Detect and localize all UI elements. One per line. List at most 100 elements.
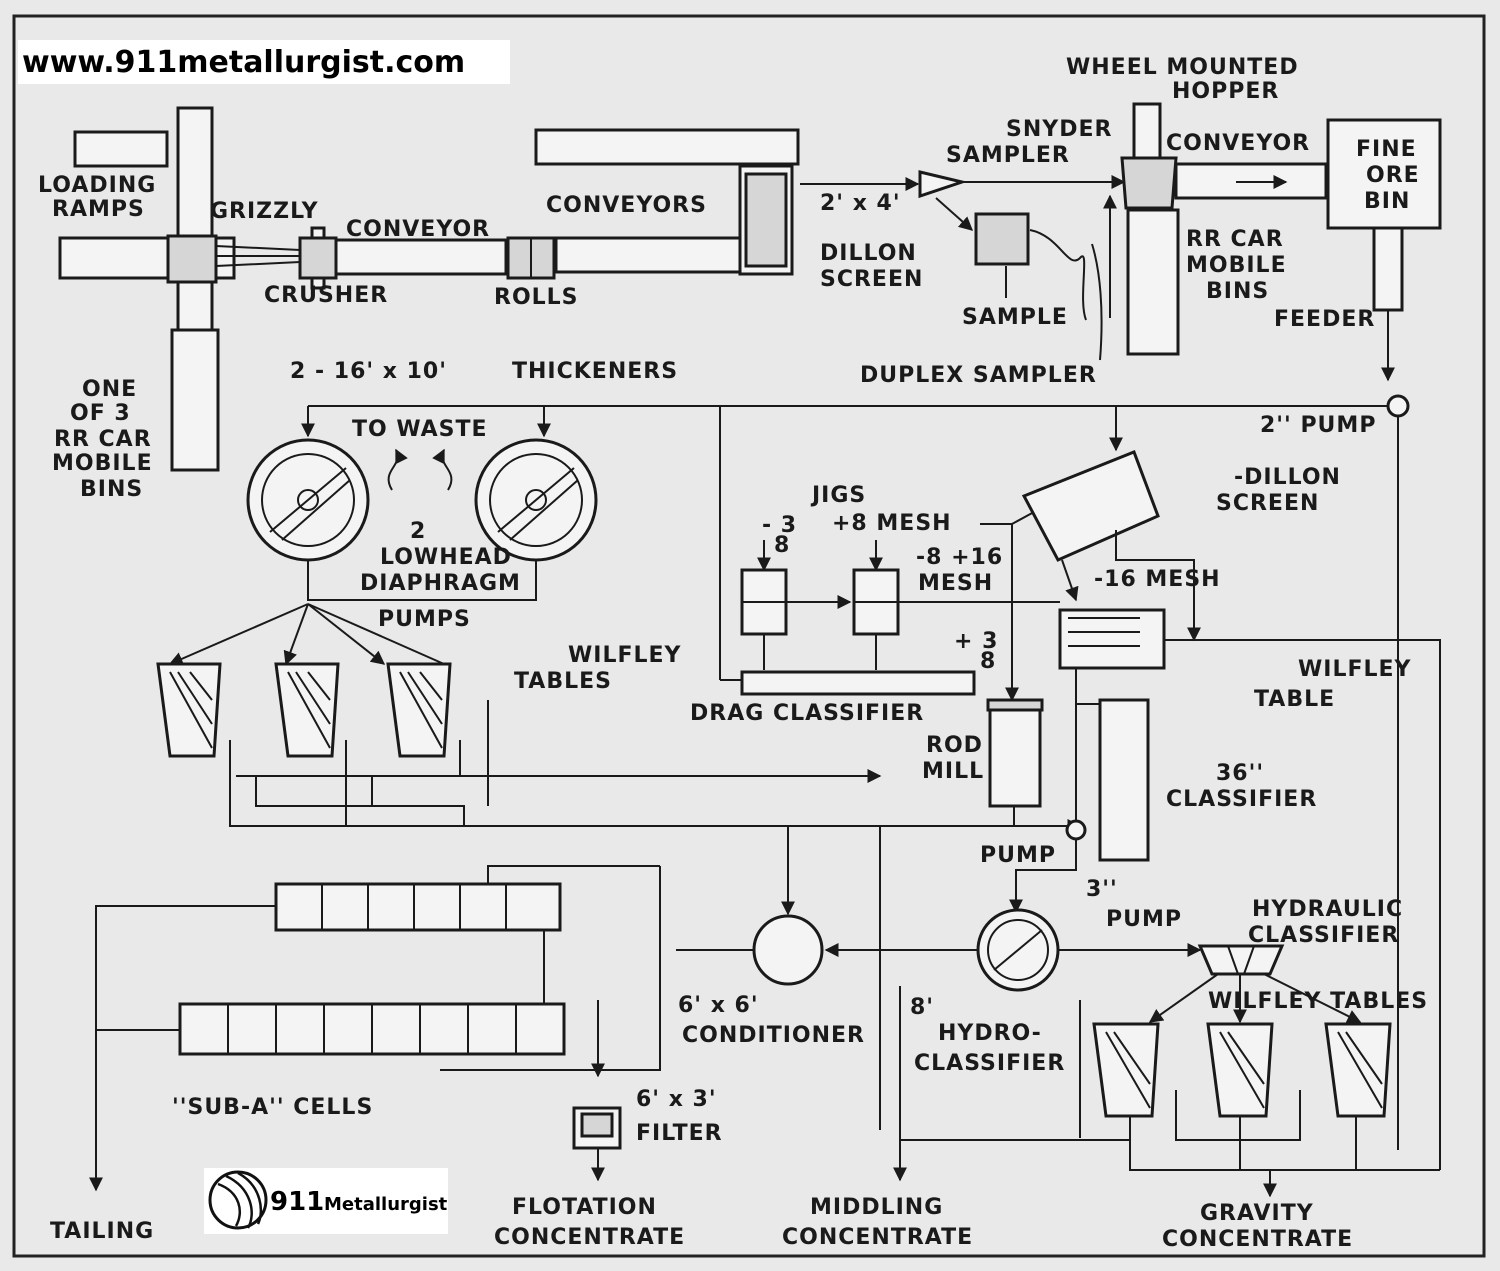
pump-3in-label-1: 3''	[1086, 877, 1118, 902]
sub-a-cells-lower	[178, 1002, 566, 1056]
diagram-border	[12, 14, 1486, 1258]
hydraulic-classifier	[1197, 944, 1285, 976]
drag-classifier-label: DRAG CLASSIFIER	[690, 701, 924, 726]
thickeners-size-label: 2 - 16' x 10'	[290, 359, 447, 384]
snyder-sampler-label-1: SNYDER	[1006, 117, 1112, 142]
thickener-1	[246, 438, 370, 562]
metallurgist-logo: 911 Metallurgist	[204, 1168, 448, 1234]
jig-mesh-2-label-1: -8 +16	[916, 545, 1003, 570]
middling-concentrate-label-1: MIDDLING	[810, 1195, 943, 1220]
one-of-3-label-3: RR CAR	[54, 427, 152, 452]
gravity-concentrate-label-1: GRAVITY	[1200, 1201, 1314, 1226]
snyder-sampler-label-2: SAMPLER	[946, 143, 1070, 168]
to-waste-label: TO WASTE	[352, 417, 488, 442]
filter-label-2: FILTER	[636, 1121, 723, 1146]
fine-ore-bin	[1326, 118, 1442, 312]
lowhead-pumps-label-2: LOWHEAD	[380, 545, 512, 570]
duplex-sampler-label: DUPLEX SAMPLER	[860, 363, 1097, 388]
pump-3in-label-2: PUMP	[1106, 907, 1182, 932]
dillon-screen-2-label-2: SCREEN	[1216, 491, 1319, 516]
crusher	[298, 226, 338, 290]
hydro-classifier-label-3: CLASSIFIER	[914, 1051, 1065, 1076]
jig-mesh-1-label-1: - 3	[762, 513, 797, 538]
wilfley-table-2-label-1: WILFLEY	[1298, 657, 1412, 682]
pump-label: PUMP	[980, 843, 1056, 868]
snyder-sampler	[918, 170, 1126, 231]
grizzly-label: GRIZZLY	[210, 199, 319, 224]
rod-mill-label-1: ROD	[926, 733, 983, 758]
sub-a-cells-label: ''SUB-A'' CELLS	[172, 1095, 373, 1120]
thickener-2	[474, 438, 598, 562]
rr-car-bins-1-label-2: MOBILE	[1186, 253, 1287, 278]
wheel-mounted-hopper	[1120, 102, 1178, 210]
wilfley-table-1b	[274, 662, 340, 758]
filter-label-1: 6' x 3'	[636, 1087, 717, 1112]
lowhead-pumps-label-3: DIAPHRAGM	[360, 571, 521, 596]
classifier-36-label-2: CLASSIFIER	[1166, 787, 1317, 812]
wilfley-table-2-label-2: TABLE	[1254, 687, 1335, 712]
wilfley-tables-1-label-1: WILFLEY	[568, 643, 682, 668]
dillon-screen-1	[738, 164, 794, 276]
classifier-36-label-1: 36''	[1216, 761, 1264, 786]
jig-mesh-2-label-2: MESH	[918, 571, 993, 596]
fine-ore-bin-label-3: BIN	[1364, 189, 1410, 214]
classifier-36	[1098, 698, 1150, 862]
hydraulic-classifier-label-1: HYDRAULIC	[1252, 897, 1403, 922]
site-url: www.911metallurgist.com	[22, 45, 465, 80]
feeder-label: FEEDER	[1274, 307, 1375, 332]
hydro-classifier	[976, 908, 1060, 992]
rr-car-bins-1-label-3: BINS	[1206, 279, 1269, 304]
wilfley-table-2	[1058, 608, 1166, 670]
plus-3-8-label-1: + 3	[954, 629, 998, 654]
fine-ore-bin-label-1: FINE	[1356, 137, 1417, 162]
gravity-concentrate-label-2: CONCENTRATE	[1162, 1227, 1353, 1252]
plus-3-8-label-2: 8	[980, 649, 996, 674]
flotation-concentrate-label-2: CONCENTRATE	[494, 1225, 685, 1250]
rolls	[506, 236, 556, 280]
jig-mesh-1-label-2: 8	[774, 533, 790, 558]
conveyor-1-label: CONVEYOR	[346, 217, 490, 242]
one-of-3-label-5: BINS	[80, 477, 143, 502]
dillon-screen-2	[1021, 450, 1160, 562]
loading-ramps-label-1: LOADING	[38, 173, 156, 198]
drag-classifier	[740, 670, 976, 696]
thickeners-label: THICKENERS	[512, 359, 678, 384]
grizzly	[166, 234, 301, 284]
middling-concentrate-label-2: CONCENTRATE	[782, 1225, 973, 1250]
wheel-mounted-hopper-label-1: WHEEL MOUNTED	[1066, 55, 1299, 80]
sample-label: SAMPLE	[962, 305, 1068, 330]
hydro-classifier-label-1: 8'	[910, 995, 934, 1020]
wilfley-table-1a	[156, 662, 222, 758]
hydraulic-classifier-label-2: CLASSIFIER	[1248, 923, 1399, 948]
hydro-classifier-label-2: HYDRO-	[938, 1021, 1042, 1046]
crusher-label: CRUSHER	[264, 283, 388, 308]
loading-ramps	[58, 130, 236, 280]
conditioner-label-2: CONDITIONER	[682, 1023, 865, 1048]
rod-mill	[986, 698, 1044, 826]
lowhead-pumps-label-1: 2	[410, 519, 426, 544]
jig-mesh-1-label-3: +8 MESH	[832, 511, 952, 536]
one-of-3-label-2: OF 3	[70, 401, 131, 426]
rod-mill-label-2: MILL	[922, 759, 984, 784]
dillon-screen-1-label-1: DILLON	[820, 241, 917, 266]
jig-2	[852, 568, 900, 636]
pump-2in-label: 2'' PUMP	[1260, 413, 1376, 438]
dillon-screen-1-label-2: SCREEN	[820, 267, 923, 292]
rr-car-mobile-bins-1	[1126, 208, 1180, 356]
jig-1	[740, 568, 788, 636]
lowhead-pumps-label-4: PUMPS	[378, 607, 471, 632]
fine-ore-bin-label-2: ORE	[1366, 163, 1420, 188]
one-of-3-label-4: MOBILE	[52, 451, 153, 476]
one-of-3-label-1: ONE	[82, 377, 137, 402]
conditioner	[752, 914, 824, 986]
jigs-label: JIGS	[810, 483, 866, 508]
tailing-label: TAILING	[50, 1219, 154, 1244]
conveyors	[534, 128, 800, 274]
duplex-sampler	[974, 212, 1103, 361]
flotation-concentrate-label-1: FLOTATION	[512, 1195, 657, 1220]
wilfley-tables-1-label-2: TABLES	[514, 669, 612, 694]
loading-post	[176, 106, 214, 332]
minus16-mesh-label: -16 MESH	[1094, 567, 1221, 592]
